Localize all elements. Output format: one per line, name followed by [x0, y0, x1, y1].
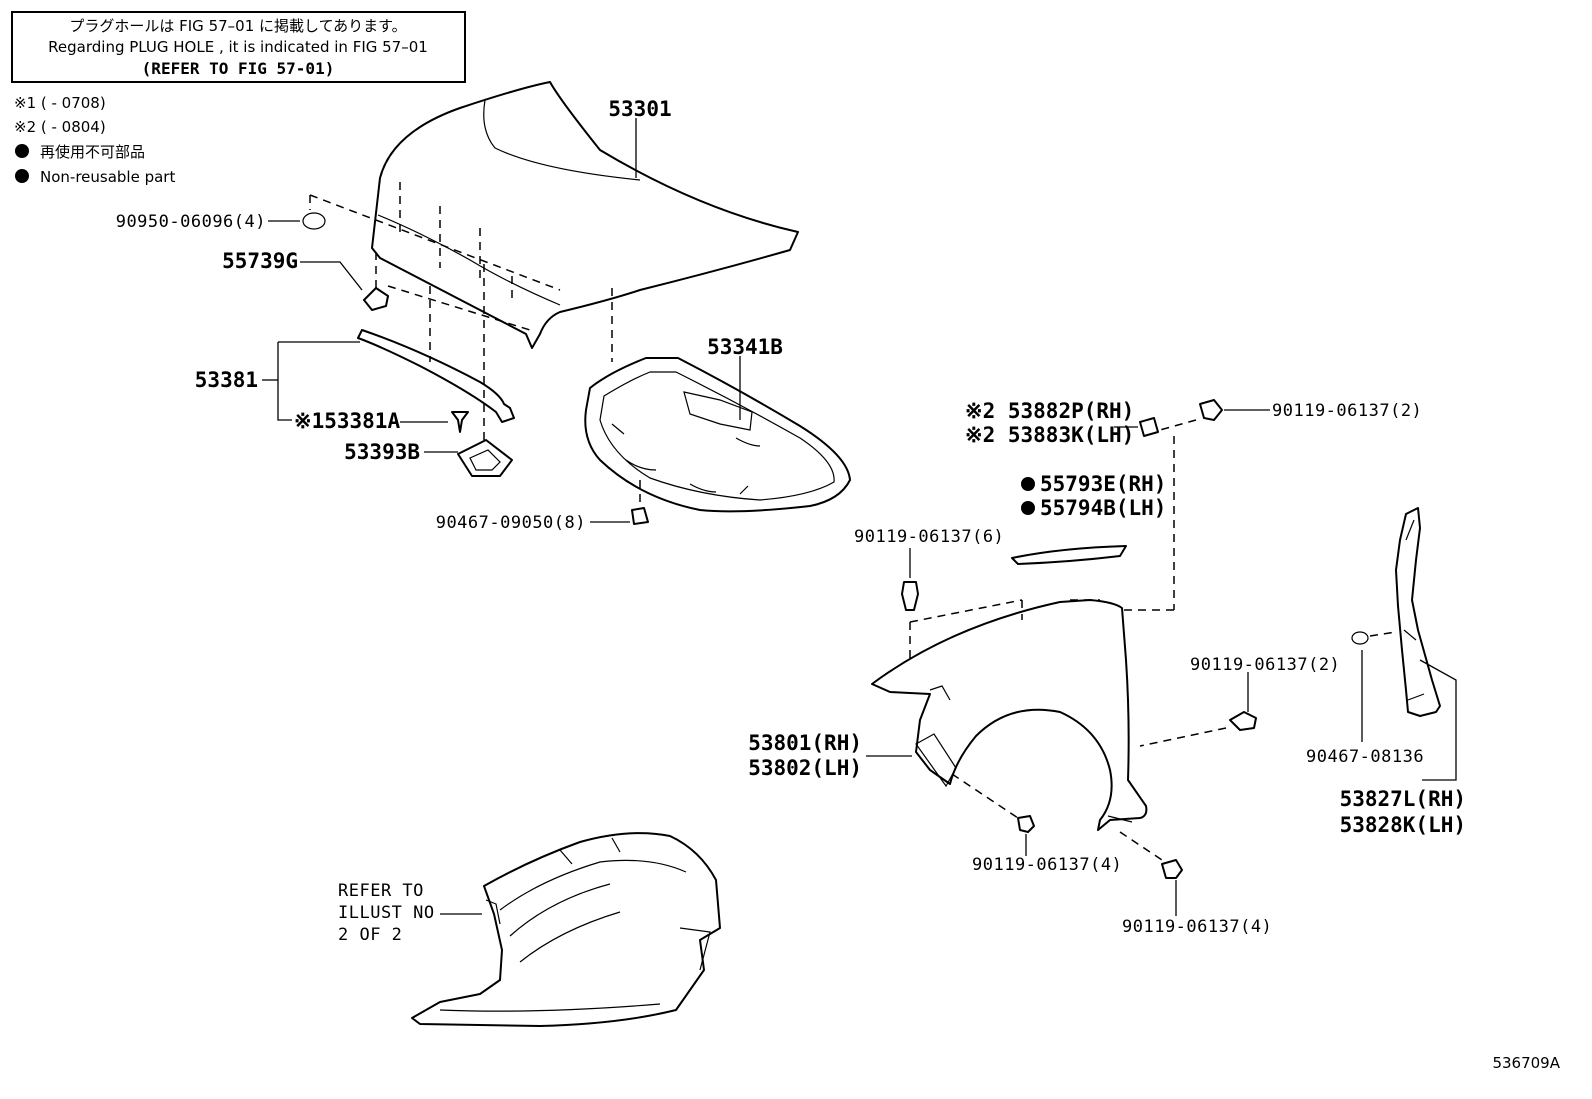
cushion-label: 55739G: [222, 249, 298, 273]
plug-part: [302, 212, 326, 230]
top-bolt-part: [1199, 399, 1223, 421]
insulator-label: 53341B: [707, 335, 783, 359]
clip-part: [631, 507, 649, 525]
bracket-lh-label: ※2 53883K(LH): [965, 423, 1134, 447]
fender-part: [871, 599, 1148, 831]
seal-label: 53381: [195, 368, 258, 392]
bracket-part: [1139, 417, 1159, 437]
refer-line-1: REFER TO: [338, 881, 424, 901]
refer-line-2: ILLUST NO: [338, 903, 435, 923]
legend-note-2: ※2 ( - 0804): [14, 118, 106, 136]
fender-rh-label: 53801(RH): [748, 731, 862, 755]
drawing-id: 536709A: [1492, 1054, 1560, 1072]
seal-clip-part: [451, 411, 469, 433]
bolt-top-label: 90119-06137(2): [1272, 401, 1422, 421]
insulator-part: [584, 357, 851, 513]
fender-lh-label: 53802(LH): [748, 756, 862, 780]
side-seal-part: [1395, 507, 1441, 717]
side-seal-rh-label: 53827L(RH): [1340, 787, 1466, 811]
legend-note-1: ※1 ( - 0708): [14, 94, 106, 112]
bolt-right-label: 90119-06137(2): [1190, 655, 1340, 675]
bolt-4b-part: [1161, 859, 1183, 879]
fender-liner-part: [411, 832, 721, 1027]
notice-refer: (REFER TO FIG 57-01): [142, 59, 335, 78]
cover-label: 53393B: [344, 440, 420, 464]
bolt-4a-label: 90119-06137(4): [972, 855, 1122, 875]
nonreusable-dot-icon: [1021, 477, 1035, 491]
plug-label: 90950-06096(4): [116, 212, 266, 232]
fender-seal-part: [1011, 545, 1127, 565]
cover-part: [457, 439, 513, 477]
legend: ※1 ( - 0708) ※2 ( - 0804) 再使用不可部品 Non-re…: [14, 94, 175, 186]
hood-part: [371, 81, 799, 362]
nonreusable-dot-icon: [15, 169, 29, 183]
bracket-rh-label: ※2 53882P(RH): [965, 399, 1134, 423]
fender-seal-lh-label: 55794B(LH): [1040, 496, 1166, 520]
legend-nonreuse-jp: 再使用不可部品: [40, 143, 145, 161]
clip-label: 90467-09050(8): [436, 513, 586, 533]
seal-sub-label: ※153381A: [294, 409, 400, 433]
nonreusable-dot-icon: [15, 144, 29, 158]
notice-line-en: Regarding PLUG HOLE , it is indicated in…: [48, 38, 428, 56]
refer-line-3: 2 OF 2: [338, 925, 402, 945]
hood-label: 53301: [608, 97, 671, 121]
nonreusable-dot-icon: [1021, 501, 1035, 515]
bolt-4a-part: [1017, 815, 1035, 833]
fender-seal-rh-label: 55793E(RH): [1040, 472, 1166, 496]
side-clip-label: 90467-08136: [1306, 747, 1424, 767]
seal-part: [357, 329, 515, 423]
notice-line-jp: プラグホールは FIG 57–01 に掲載してあります。: [69, 17, 406, 35]
side-clip-part: [1351, 631, 1369, 645]
cushion-part: [363, 287, 389, 311]
bolt-6-part: [901, 581, 919, 611]
notice-box: プラグホールは FIG 57–01 に掲載してあります。 Regarding P…: [11, 11, 466, 83]
bolt-right-part: [1229, 711, 1257, 731]
bolt-6-label: 90119-06137(6): [854, 527, 1004, 547]
side-seal-lh-label: 53828K(LH): [1340, 813, 1466, 837]
legend-nonreuse-en: Non-reusable part: [40, 168, 175, 186]
bolt-4b-label: 90119-06137(4): [1122, 917, 1272, 937]
